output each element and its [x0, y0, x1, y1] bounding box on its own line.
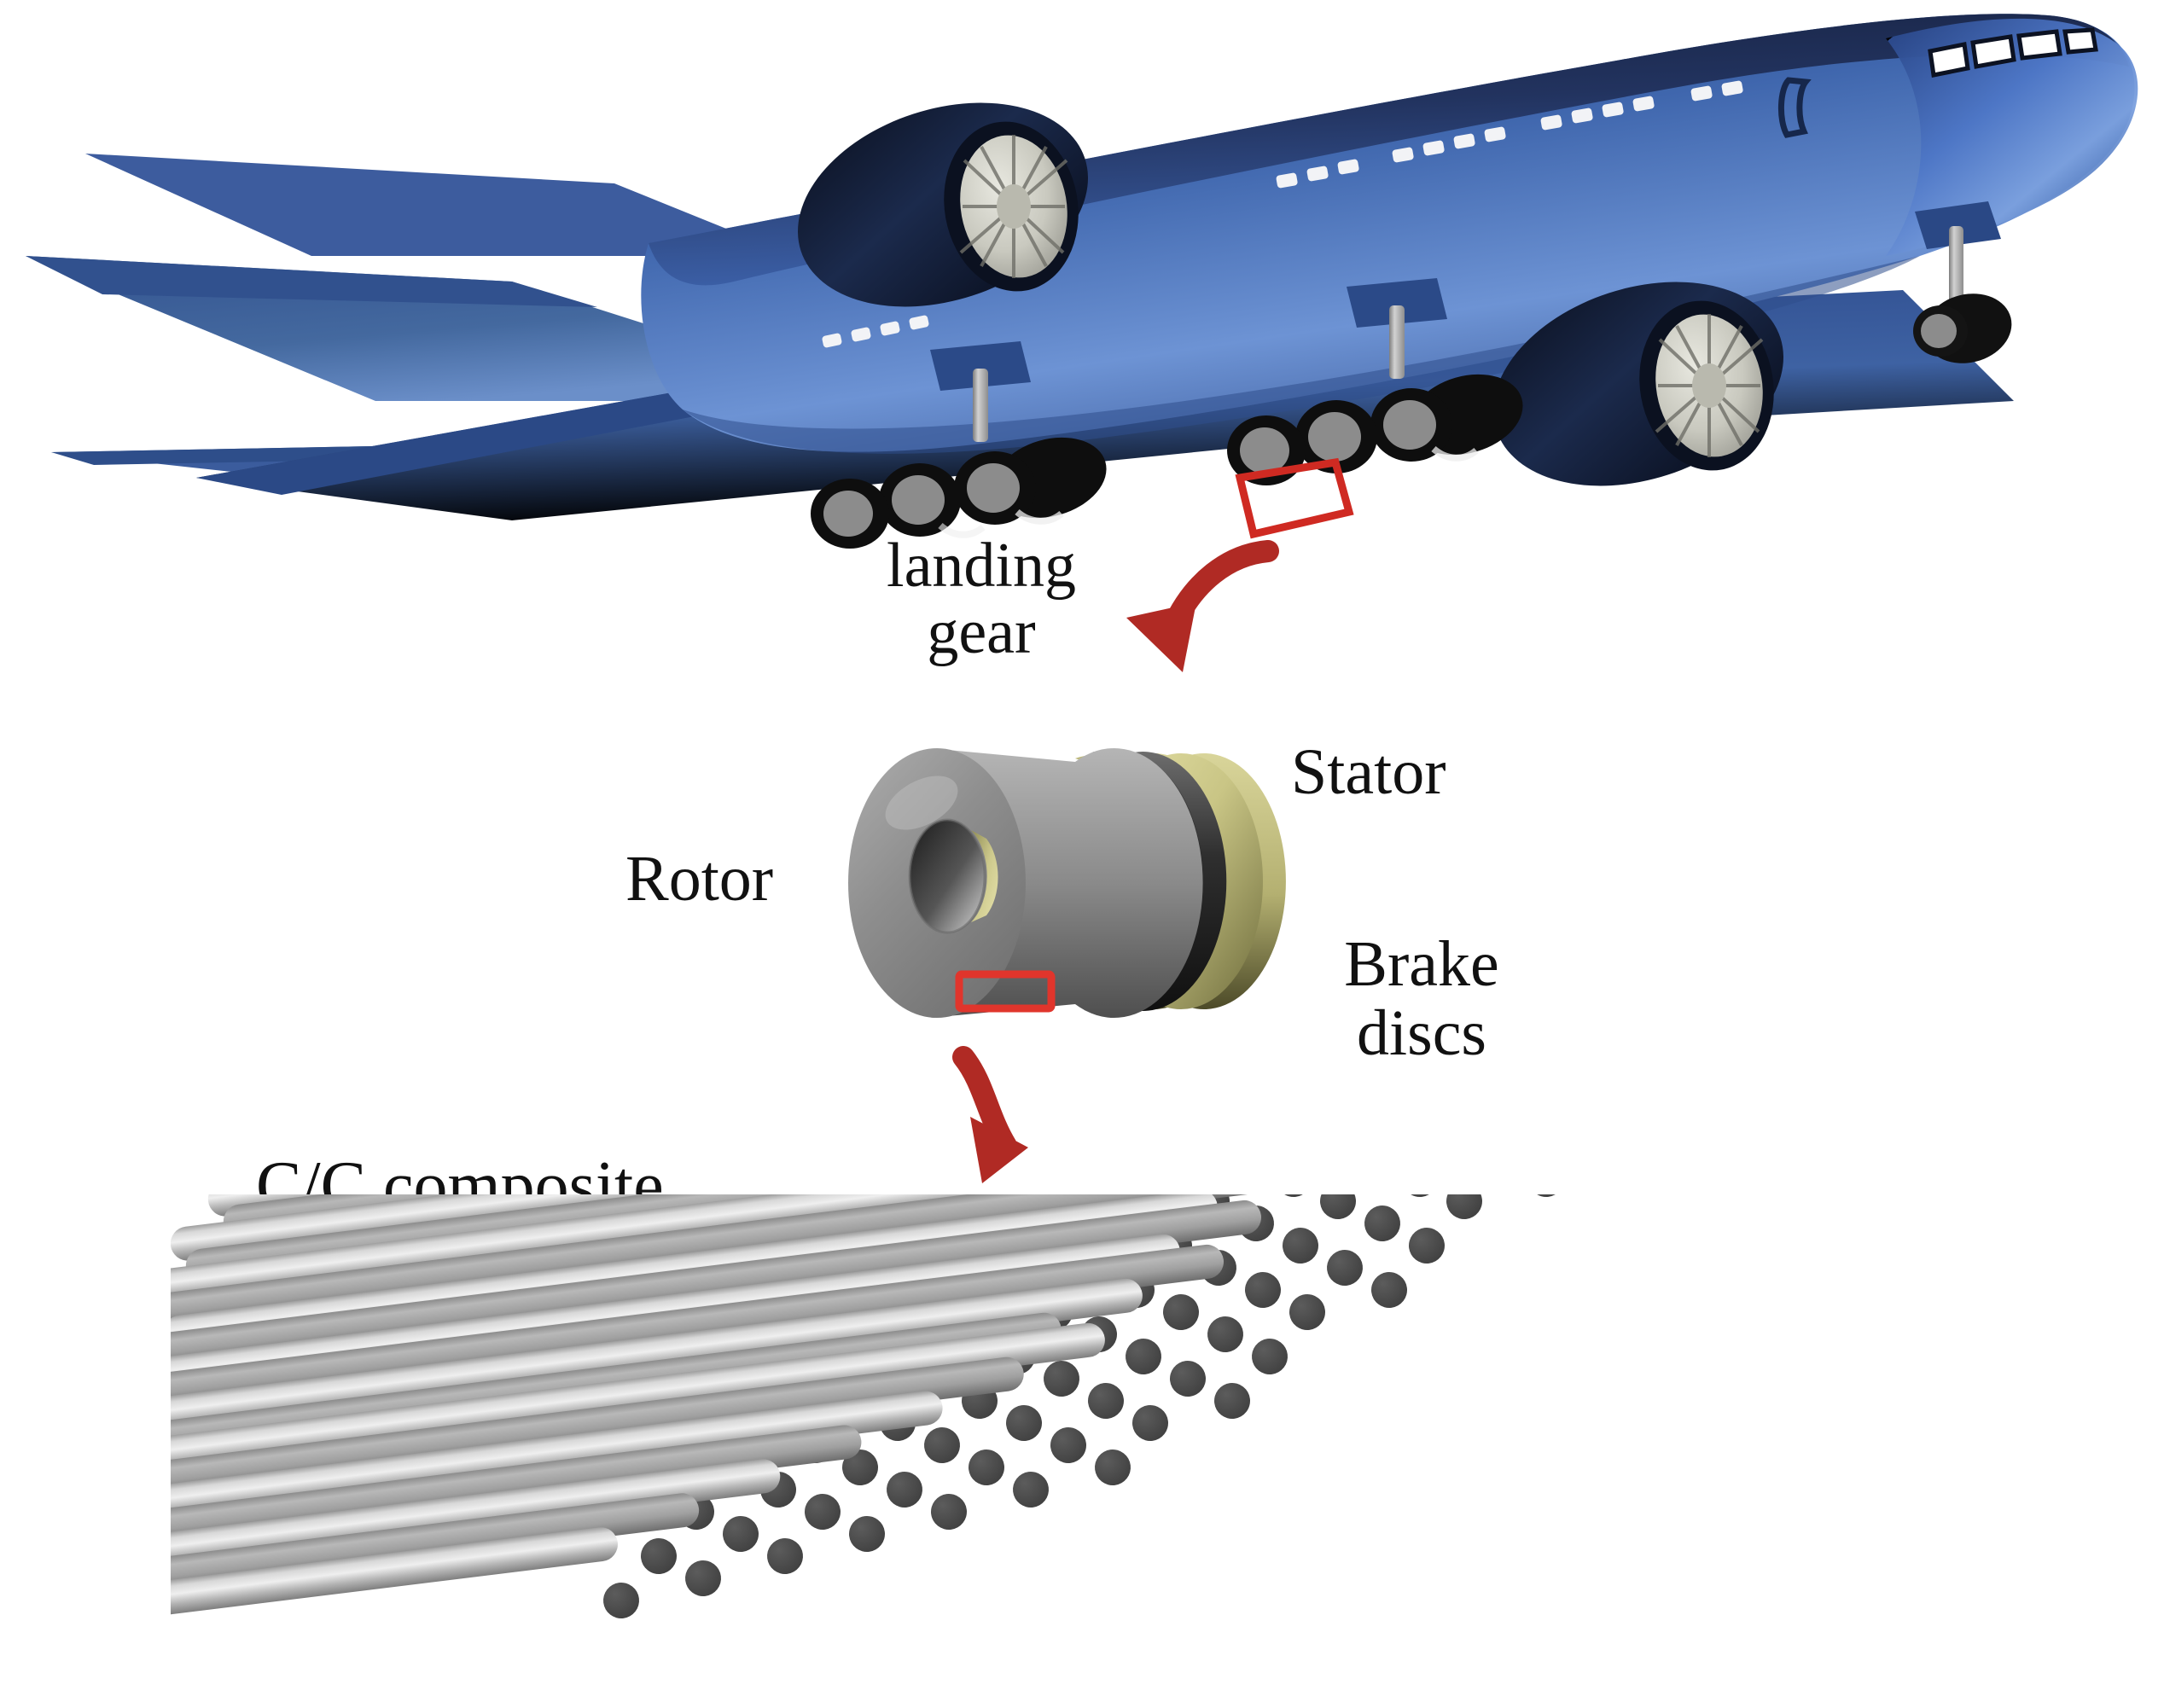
fiber-end-face — [1214, 1383, 1250, 1419]
fiber-end-face — [685, 1560, 721, 1596]
cabin-windows — [822, 80, 1743, 348]
fiber-end-face — [723, 1516, 759, 1552]
fiber-end-face — [1050, 1427, 1086, 1463]
fiber-end-face — [1528, 1194, 1564, 1197]
fiber-end-face — [1013, 1472, 1049, 1508]
label-landing-gear: landing gear — [887, 531, 1076, 668]
arrow-discs-to-composite — [952, 1046, 1028, 1183]
fiber-end-face — [1327, 1250, 1363, 1286]
label-brake-discs: Brake discs — [1344, 928, 1499, 1069]
door-marking — [1777, 77, 1812, 138]
fiber-end-face — [1446, 1194, 1482, 1219]
fiber-end-face — [924, 1427, 960, 1463]
label-stator: Stator — [1291, 736, 1446, 808]
fiber-end-face — [1044, 1361, 1079, 1397]
nose-landing-gear — [1913, 201, 2012, 363]
fiber-end-face — [1163, 1294, 1199, 1330]
fiber-end-face — [1320, 1194, 1356, 1219]
fiber-end-face — [1409, 1228, 1445, 1264]
fiber-end-face — [1364, 1205, 1400, 1241]
engine-right — [1493, 282, 1783, 486]
fiber-end-face — [1252, 1339, 1288, 1374]
engine-left — [798, 102, 1088, 307]
arrow-gear-to-discs — [1126, 540, 1279, 672]
fiber-end-face — [1207, 1316, 1243, 1352]
main-landing-gear-right — [1227, 278, 1523, 485]
fiber-end-face — [1402, 1194, 1438, 1197]
fiber-end-face — [805, 1494, 841, 1530]
cockpit-windows — [1928, 27, 2098, 78]
fiber-end-face — [1095, 1449, 1131, 1485]
cc-composite-fiber-bundle — [171, 1194, 1564, 1618]
fiber-end-face — [1283, 1228, 1318, 1264]
fiber-end-face — [842, 1449, 878, 1485]
fiber-end-face — [969, 1449, 1004, 1485]
fiber-end-face — [1276, 1194, 1312, 1197]
label-rotor: Rotor — [625, 843, 774, 915]
disc-rotor — [848, 748, 1203, 1018]
fiber-end-face — [1126, 1339, 1161, 1374]
highlight-box-landing-gear — [1235, 457, 1354, 539]
fiber-end-face — [1088, 1383, 1124, 1419]
fiber-end-face — [849, 1516, 885, 1552]
fiber-end-face — [641, 1538, 677, 1574]
main-landing-gear-left — [811, 341, 1107, 549]
fiber-end-face — [1006, 1405, 1042, 1441]
fiber-rod — [171, 1527, 618, 1616]
highlight-box-rotor — [955, 970, 1056, 1013]
fiber-end-face — [931, 1494, 967, 1530]
fiber-end-face — [767, 1538, 803, 1574]
aircraft-illustration — [26, 14, 2138, 549]
fiber-end-face — [1132, 1405, 1168, 1441]
fiber-end-face — [603, 1583, 639, 1618]
fiber-end-face — [1170, 1361, 1206, 1397]
brake-disc-stack — [848, 748, 1286, 1018]
fiber-end-face — [1289, 1294, 1325, 1330]
fiber-end-face — [1371, 1272, 1407, 1308]
fiber-end-face — [1245, 1272, 1281, 1308]
fiber-end-face — [887, 1472, 922, 1508]
